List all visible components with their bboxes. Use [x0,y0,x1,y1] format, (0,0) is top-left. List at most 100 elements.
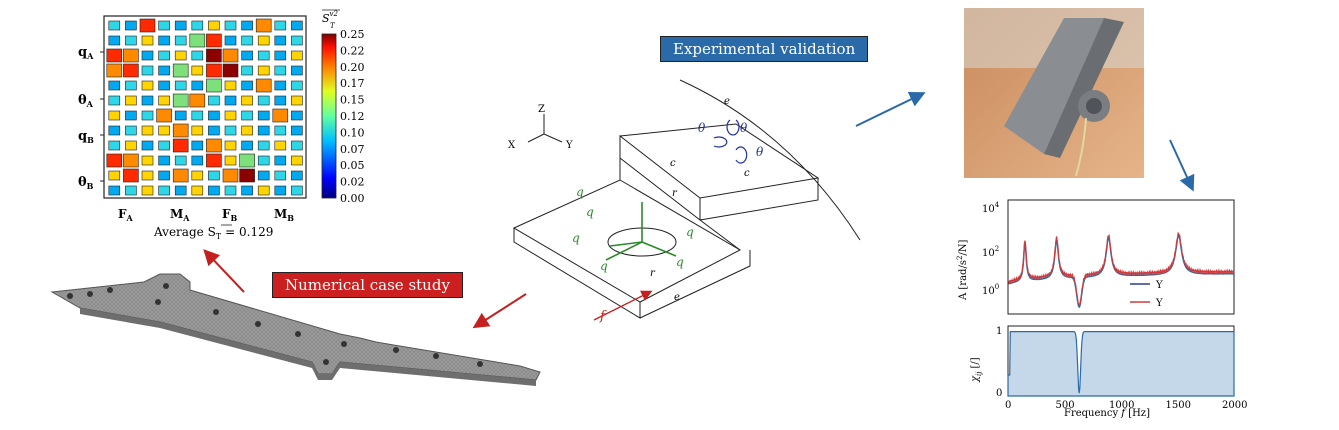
heatmap-cell [172,168,189,183]
colorbar-tick-label: 0.05 [340,159,365,172]
coh-xtick-label: 1500 [1166,400,1191,411]
heatmap-cell [224,80,237,91]
heatmap-cell [224,95,237,106]
heatmap-cell [108,110,121,121]
heatmap-cell [125,20,137,31]
coh-xtick-label: 500 [1056,400,1075,411]
heatmap-cell [239,168,255,183]
heatmap-cell [208,125,220,136]
heatmap-cell [241,110,253,121]
e-z-k: e [724,96,730,107]
frf-ylabel: A [rad/s2/N] [956,239,969,301]
heatmap-cell [141,155,154,166]
heatmap-cell [108,35,121,46]
q-z-v: q [576,185,584,199]
heatmap-cell [206,78,222,93]
heatmap-cell [141,35,154,46]
heatmap-cell [141,185,154,196]
heatmap-cell [291,65,303,76]
heatmap-cell [255,78,272,93]
heatmap-cell [125,80,137,91]
heatmap-cell [174,110,187,121]
heatmap-cell [174,80,187,91]
heatmap-cell [108,80,121,91]
colorbar-tick-label: 0.15 [340,94,365,107]
heatmap-cell [191,80,204,91]
row-label-thetab: θB [78,175,94,191]
heatmap-cell [291,140,303,151]
numerical-case-study-label: Numerical case study [272,272,463,298]
heatmap-cell [274,95,287,106]
heatmap-cell [241,125,253,136]
theta-x-k: θ [698,121,706,135]
arrow-to-heatmap [203,249,245,293]
heatmap-cell [291,20,303,31]
heatmap-cell [274,20,287,31]
heatmap-cell [291,50,303,61]
heatmap-cell [172,63,189,78]
heatmap-cell [141,80,154,91]
heatmap-cell [191,140,204,151]
heatmap-cell [274,35,287,46]
heatmap-cell [224,140,237,151]
substructure-diagram: Z X Y θ θ θ e c c q q q q q q f r r e [508,79,861,324]
heatmap-cell [158,170,170,181]
heatmap-cell [224,35,237,46]
heatmap-cell [106,153,123,168]
heatmap-cell [158,140,170,151]
heatmap-cell [108,170,121,181]
heatmap-cell [158,65,170,76]
heatmap-cell [241,35,253,46]
theta-y-k: θ [756,145,764,159]
heatmap-cell [224,20,237,31]
coh-xtick-label: 2000 [1222,400,1247,411]
col-label-ma: MA [170,207,190,223]
heatmap-cell [208,20,220,31]
heatmap-cell [158,35,170,46]
coh-ytick-0: 0 [996,388,1002,399]
colorbar-tick-label: 0.07 [340,143,365,156]
heatmap-cell [141,110,154,121]
heatmap-cell [191,155,204,166]
q-x-v: q [600,259,608,273]
heatmap-cell [189,33,206,48]
ytick-1e4: 104 [982,201,1000,215]
heatmap-cell [274,125,287,136]
heatmap-cell [224,110,237,121]
heatmap-cell [208,110,220,121]
ytick-1e0: 100 [982,283,999,297]
arrow-to-plot [1169,139,1195,192]
force-label: f [599,309,607,324]
colorbar-ticks: 0.250.220.200.170.150.120.100.070.050.02… [340,28,365,205]
heatmap-cell [274,50,287,61]
heatmap-cell [189,93,206,108]
axis-z: Z [538,104,545,115]
heatmap-cell [291,155,303,166]
heatmap-cell [123,63,139,78]
heatmap-frame [103,15,307,199]
theta-z-k: θ [740,121,748,135]
row-label-qa: qA [78,45,94,61]
coh-xlabel: Frequency f [Hz] [1064,408,1150,419]
heatmap-cell [241,185,253,196]
heatmap-cell [257,125,270,136]
average-text: Average ST= 0.129 [153,225,273,241]
heatmap-cell [274,80,287,91]
heatmap-cell [172,93,189,108]
colorbar-tick-label: 0.10 [340,126,365,139]
heatmap-cell [191,185,204,196]
heatmap-cell [206,33,222,48]
q-y-v: q [676,255,684,269]
heatmap-cell [241,95,253,106]
heatmap-cell [123,48,139,63]
colorbar-tick-label: 0.02 [340,176,365,189]
heatmap-cell [241,50,253,61]
legend-red: Y [1155,298,1163,309]
heatmap-cell [125,140,137,151]
heatmap-cell [291,170,303,181]
heatmap-cell [274,140,287,151]
heatmap-cell [123,168,139,183]
c-x-k: c [670,158,676,169]
coh-xtick-label: 0 [1005,400,1011,411]
heatmap-cell [291,110,303,121]
